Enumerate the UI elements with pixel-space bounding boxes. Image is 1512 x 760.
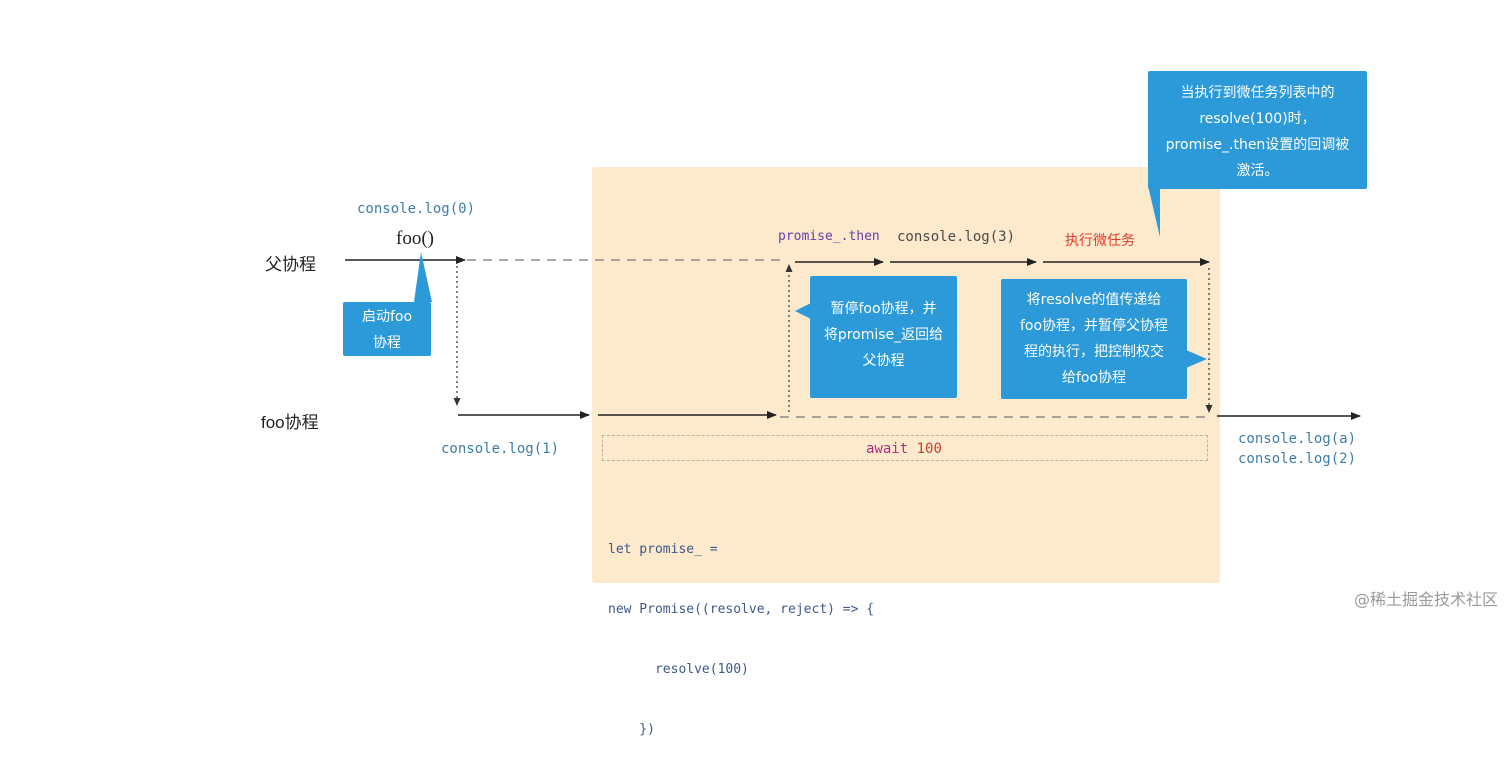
pause-foo-callout: 暂停foo协程，并 将promise_返回给 父协程 [810, 276, 957, 398]
parent-coroutine-label: 父协程 [265, 255, 316, 274]
timeline-arrows [345, 186, 1361, 420]
code-line-1: let promise_ = [608, 542, 718, 557]
code-line-2: new Promise((resolve, reject) => { [608, 602, 875, 617]
console-log-3: console.log(3) [897, 229, 1016, 245]
pass-resolve-callout: 将resolve的值传递给 foo协程，并暂停父协程 程的执行，把控制权交 给f… [1001, 279, 1187, 399]
start-foo-callout: 启动foo 协程 [343, 302, 431, 356]
foo-coroutine-label: foo协程 [261, 413, 319, 432]
code-line-4: }) [608, 722, 655, 737]
console-log-2: console.log(2) [1238, 451, 1357, 467]
await-value: 100 [916, 441, 942, 457]
await-keyword: await [866, 441, 909, 457]
console-log-0: console.log(0) [357, 201, 476, 217]
promise-code-block: let promise_ = new Promise((resolve, rej… [608, 500, 874, 760]
console-log-1: console.log(1) [441, 441, 560, 457]
code-line-3: resolve(100) [608, 662, 749, 677]
pause-foo-callout-tail [795, 303, 811, 319]
execute-microtask-label: 执行微任务 [1065, 233, 1135, 249]
pass-resolve-callout-tail [1186, 350, 1207, 368]
await-expression: await 100 [866, 441, 942, 457]
start-foo-callout-tail [414, 252, 432, 302]
resolve-activated-callout: 当执行到微任务列表中的 resolve(100)时， promise_.then… [1148, 71, 1367, 189]
foo-call: foo() [396, 228, 434, 249]
await-box [602, 435, 1208, 461]
promise-then-label: promise_.then [778, 229, 880, 244]
resolve-activated-callout-tail [1148, 186, 1160, 237]
watermark: @稀土掘金技术社区 [1353, 590, 1498, 609]
console-log-a: console.log(a) [1238, 431, 1357, 447]
